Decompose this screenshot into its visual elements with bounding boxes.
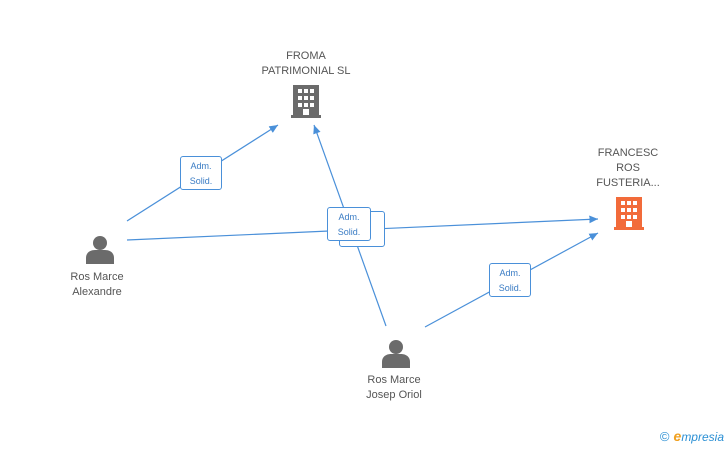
- node-label-line: PATRIMONIAL SL: [261, 65, 351, 77]
- node-label-line: ROS: [616, 162, 640, 174]
- brand-initial: e: [673, 428, 682, 444]
- brand-logo[interactable]: ©empresia: [660, 428, 724, 444]
- node-label-alexandre[interactable]: Ros Marce Alexandre: [47, 270, 147, 300]
- brand-name: mpresia: [681, 430, 724, 444]
- edge-label-line: Solid.: [189, 176, 213, 186]
- building-icon[interactable]: [291, 85, 321, 118]
- node-label-line: FRANCESC: [597, 147, 659, 159]
- person-icon[interactable]: [86, 236, 114, 264]
- edge-label-line: Adm.: [499, 268, 521, 278]
- node-label-francesc[interactable]: FRANCESC ROS FUSTERIA...: [578, 146, 678, 191]
- edge-label-line: Adm.: [338, 212, 360, 222]
- node-label-line: Ros Marce: [70, 271, 124, 283]
- edge-label-oriol-francesc[interactable]: Adm. Solid.: [489, 263, 531, 297]
- node-label-line: FROMA: [286, 50, 326, 62]
- person-icon[interactable]: [382, 340, 410, 368]
- edge-label-alexandre-froma[interactable]: Adm. Solid.: [180, 156, 222, 190]
- node-label-line: Ros Marce: [367, 374, 421, 386]
- node-label-froma[interactable]: FROMA PATRIMONIAL SL: [246, 49, 366, 79]
- copyright-symbol: ©: [659, 429, 670, 444]
- building-icon[interactable]: [614, 197, 644, 230]
- edge-label-line: Adm.: [190, 161, 212, 171]
- node-label-line: FUSTERIA...: [596, 177, 660, 189]
- node-label-oriol[interactable]: Ros Marce Josep Oriol: [344, 373, 444, 403]
- edge-label-line: Solid.: [498, 283, 522, 293]
- edge-label-line: Solid.: [337, 227, 361, 237]
- node-label-line: Josep Oriol: [366, 389, 422, 401]
- node-label-line: Alexandre: [72, 286, 122, 298]
- edge-label-alexandre-francesc[interactable]: Adm. Solid.: [327, 207, 371, 241]
